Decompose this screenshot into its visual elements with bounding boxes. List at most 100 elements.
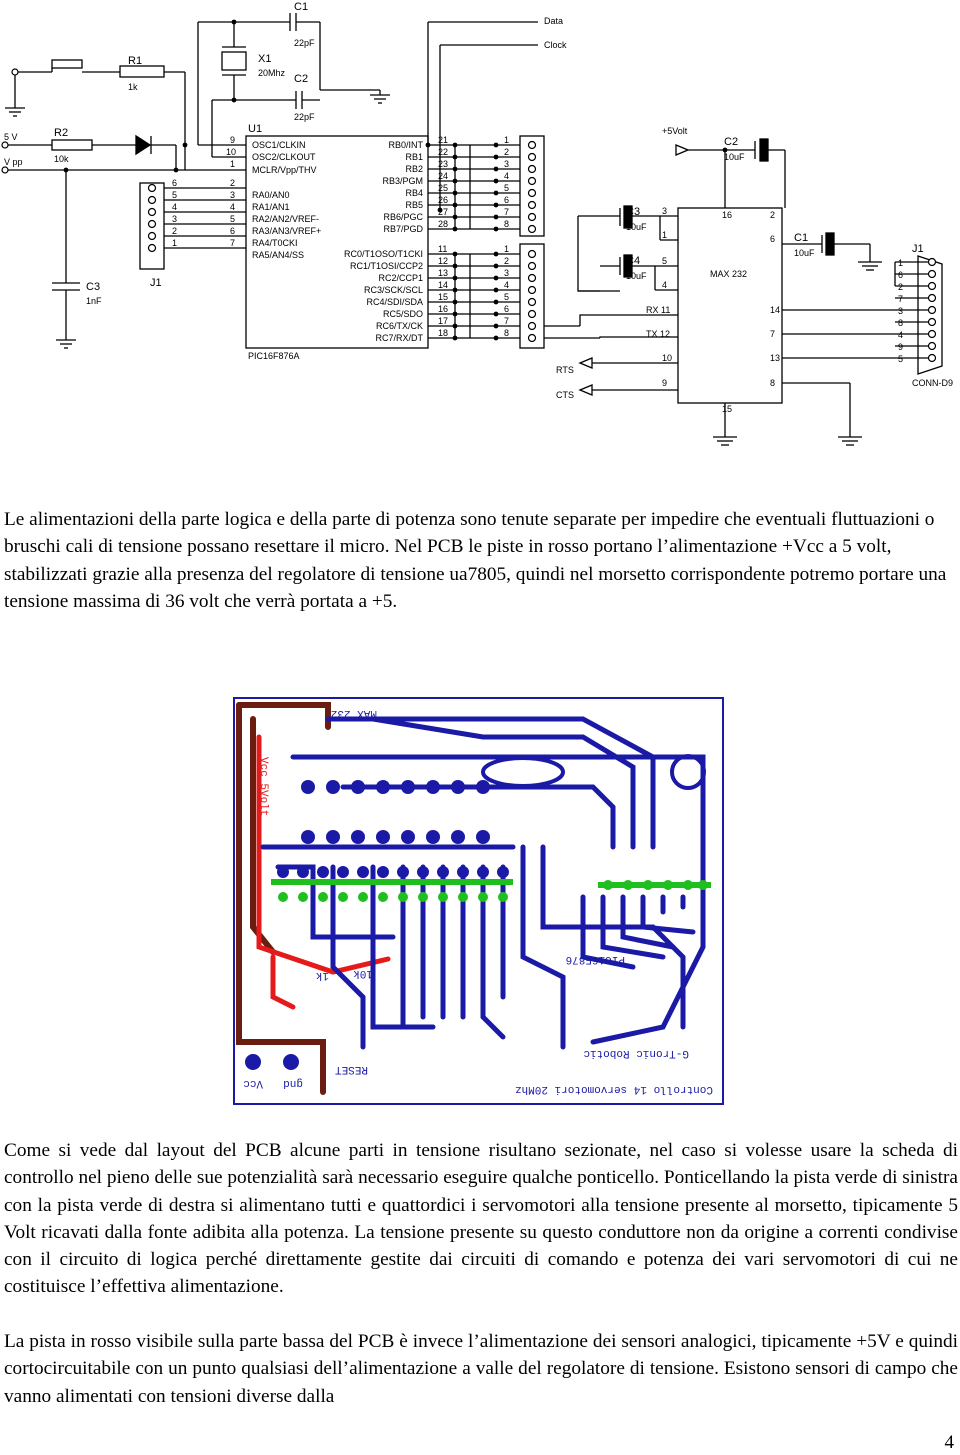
max-right-numbers: 2 6 14 7 13 8 16 15 (722, 210, 780, 414)
pin-number: 4 (898, 330, 903, 340)
pcb-vcc-text: Vcc 5Volt (257, 757, 269, 816)
pin-number: 2 (770, 210, 775, 220)
r2-value: 10k (54, 154, 69, 164)
pin-label: RA3/AN3/VREF+ (252, 226, 321, 236)
pin-number: 8 (770, 378, 775, 388)
db9-numbers: 1 6 2 7 3 8 4 9 5 (898, 258, 903, 364)
pin-number: 7 (504, 316, 509, 326)
u1-left-pins: OSC1/CLKIN OSC2/CLKOUT MCLR/Vpp/THV RA0/… (226, 135, 321, 260)
pin-number: 6 (770, 234, 775, 244)
max232-label: MAX 232 (710, 269, 747, 279)
pin-label: RA1/AN1 (252, 202, 290, 212)
pin-number: 1 (504, 135, 509, 145)
pin-label: RA2/AN2/VREF- (252, 214, 319, 224)
pin-number: 9 (898, 342, 903, 352)
pin-label: RB7/PGD (383, 224, 423, 234)
tx-label: TX 12 (646, 329, 670, 339)
pin-label: RC6/TX/CK (376, 321, 423, 331)
pin-number: 5 (504, 292, 509, 302)
pin-number: 3 (898, 306, 903, 316)
pin-label: RB1 (405, 152, 423, 162)
pcb-vcc-label: Vcc (243, 1077, 263, 1089)
header-rc-numbers: 1 2 3 4 5 6 7 8 (504, 244, 509, 338)
pin-number: 21 (438, 135, 448, 145)
pin-number: 7 (898, 294, 903, 304)
pin-number: 16 (438, 304, 448, 314)
pin-number: 3 (172, 214, 177, 224)
c1-top-value: 22pF (294, 38, 315, 48)
circuit-schematic: C1 22pF X1 20Mhz C2 22pF R1 1k R2 10k 5 … (1, 1, 953, 446)
vpp-label: V pp (4, 157, 23, 167)
clock-label: Clock (544, 40, 567, 50)
header-rb-numbers: 1 2 3 4 5 6 7 8 (504, 135, 509, 229)
pcb-max232-text: MAX 232 (331, 707, 377, 719)
pin-number: 1 (662, 230, 667, 240)
pin-number: 5 (504, 183, 509, 193)
paragraph-power-separation: Le alimentazioni della parte logica e de… (4, 509, 947, 612)
pin-label: OSC1/CLKIN (252, 140, 306, 150)
pin-number: 8 (898, 318, 903, 328)
pin-number: 3 (504, 268, 509, 278)
pin-number: 10 (662, 353, 672, 363)
pin-number: 5 (898, 354, 903, 364)
pin-number: 2 (504, 147, 509, 157)
pin-label: RB4 (405, 188, 423, 198)
pin-label: RC7/RX/DT (375, 333, 423, 343)
c4-right-value: 10uF (626, 271, 647, 281)
rts-label: RTS (556, 365, 574, 375)
conn-label: CONN-D9 (912, 378, 953, 388)
pin-number: 14 (438, 280, 448, 290)
pin-number: 3 (230, 190, 235, 200)
pcb-layout-image: MAX 232 Vcc 5Volt PIC16F876 1k 10k RESET… (233, 697, 724, 1105)
pin-number: 7 (770, 329, 775, 339)
pin-number: 14 (770, 305, 780, 315)
pin-label: RA0/AN0 (252, 190, 290, 200)
r2-label: R2 (54, 127, 68, 139)
cts-label: CTS (556, 390, 574, 400)
pin-number: 13 (770, 353, 780, 363)
pcb-brand-text: G-Tronic Robotic (583, 1047, 689, 1059)
c3-right-value: 10uF (626, 222, 647, 232)
pin-number: 1 (504, 244, 509, 254)
pin-label: RB5 (405, 200, 423, 210)
pin-number: 23 (438, 159, 448, 169)
u1-rc-numbers: 11 12 13 14 15 16 17 18 (438, 244, 448, 338)
pin-number: 2 (504, 256, 509, 266)
c4-right-label: C4 (626, 255, 640, 267)
pin-number: 6 (504, 304, 509, 314)
pcb-10k-text: 10k (353, 967, 373, 979)
pcb-control-text: Controllo 14 servomotori 20Mhz (515, 1083, 713, 1095)
pin-number: 4 (504, 280, 509, 290)
pin-number: 5 (230, 214, 235, 224)
pin-number: 4 (662, 280, 667, 290)
pin-number: 27 (438, 207, 448, 217)
j1-left-label: J1 (150, 277, 162, 289)
plus5v-label: +5Volt (662, 126, 688, 136)
pin-number: 28 (438, 219, 448, 229)
c1-right-label: C1 (794, 232, 808, 244)
pin-label: OSC2/CLKOUT (252, 152, 316, 162)
r1-value: 1k (128, 82, 138, 92)
pin-number: 5 (662, 256, 667, 266)
pin-number: 7 (504, 207, 509, 217)
c2-right-label: C2 (724, 136, 738, 148)
pin-label: RB0/INT (388, 140, 423, 150)
c2-right-value: 10uF (724, 152, 745, 162)
u1-rc-pins: RC0/T1OSO/T1CKI RC1/T1OSI/CCP2 RC2/CCP1 … (344, 249, 424, 343)
pin-number: 8 (504, 328, 509, 338)
pin-number: 18 (438, 328, 448, 338)
pin-number: 15 (438, 292, 448, 302)
x1-label: X1 (258, 53, 271, 65)
pin-label: RA5/AN4/SS (252, 250, 304, 260)
rx-label: RX 11 (646, 305, 670, 315)
pin-number: 3 (504, 159, 509, 169)
pin-label: RB6/PGC (383, 212, 423, 222)
pin-number: 22 (438, 147, 448, 157)
pin-number: 6 (230, 226, 235, 236)
pin-label: RC5/SDO (383, 309, 423, 319)
pin-number: 8 (504, 219, 509, 229)
pin-number: 13 (438, 268, 448, 278)
x1-value: 20Mhz (258, 68, 286, 78)
pin-number: 9 (662, 378, 667, 388)
pin-number: 5 (172, 190, 177, 200)
